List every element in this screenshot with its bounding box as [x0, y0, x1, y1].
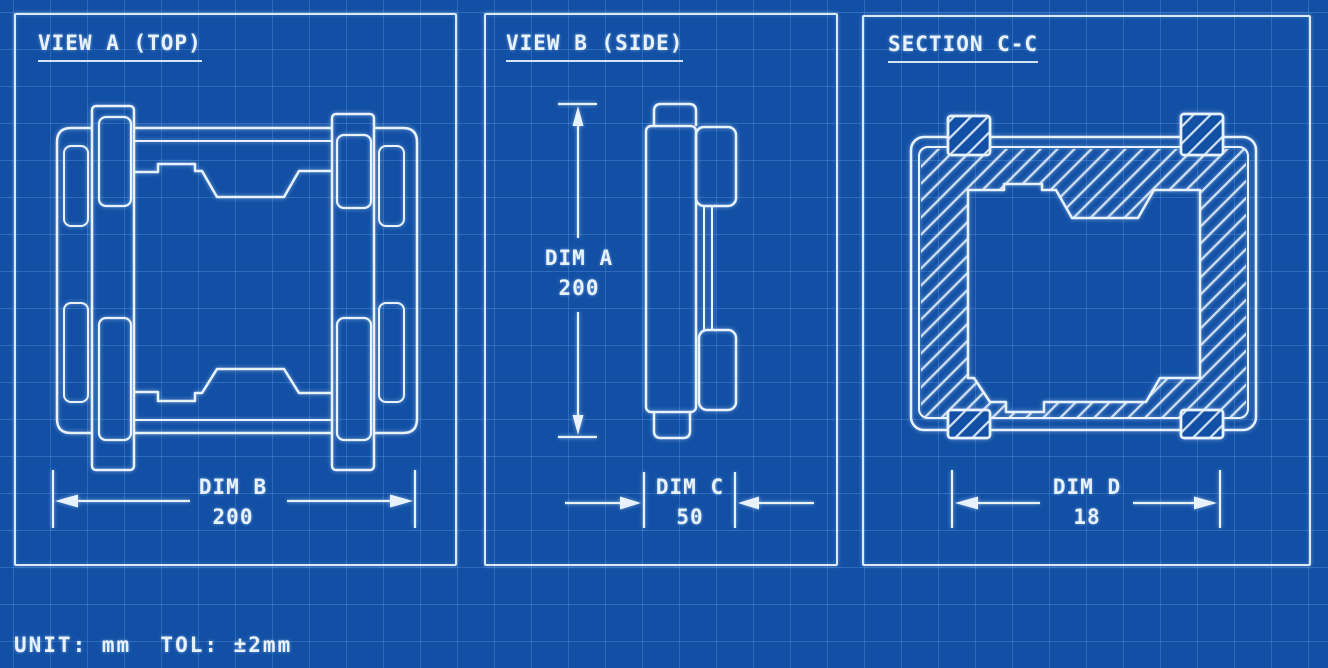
view-b-drawing — [644, 102, 738, 440]
section-cc-drawing — [909, 112, 1258, 440]
dim-c-labels: DIM C 50 — [656, 472, 724, 532]
dim-c-label: DIM C — [655, 475, 725, 499]
dim-d-label: DIM D — [1052, 475, 1122, 499]
section-tabs — [946, 112, 1225, 440]
dim-b-labels: DIM B 200 — [199, 472, 267, 532]
view-a-drawing — [55, 104, 419, 472]
panel-view-b — [484, 13, 838, 566]
dim-d-arrow — [950, 470, 1222, 528]
panel-section-cc — [862, 15, 1311, 566]
dim-b-arrow — [51, 470, 417, 528]
dim-a-labels: DIM A 200 — [545, 243, 613, 303]
panel-title-view-a: VIEW A (TOP) — [38, 33, 202, 62]
units-tolerance-note: UNIT: mm TOL: ±2mm — [14, 633, 293, 657]
panel-title-section-cc: SECTION C-C — [888, 34, 1039, 63]
dim-b-label: DIM B — [198, 475, 268, 499]
dim-c-value: 50 — [676, 505, 704, 529]
panel-view-a — [14, 13, 457, 566]
dim-d-value: 18 — [1073, 505, 1101, 529]
panel-title-view-b: VIEW B (SIDE) — [506, 33, 684, 62]
dim-b-value: 200 — [212, 505, 254, 529]
dim-c-arrow — [565, 472, 814, 528]
dim-a-value: 200 — [558, 276, 600, 300]
dim-a-arrow — [558, 102, 597, 439]
dim-d-labels: DIM D 18 — [1053, 472, 1121, 532]
dim-a-label: DIM A — [544, 246, 614, 270]
